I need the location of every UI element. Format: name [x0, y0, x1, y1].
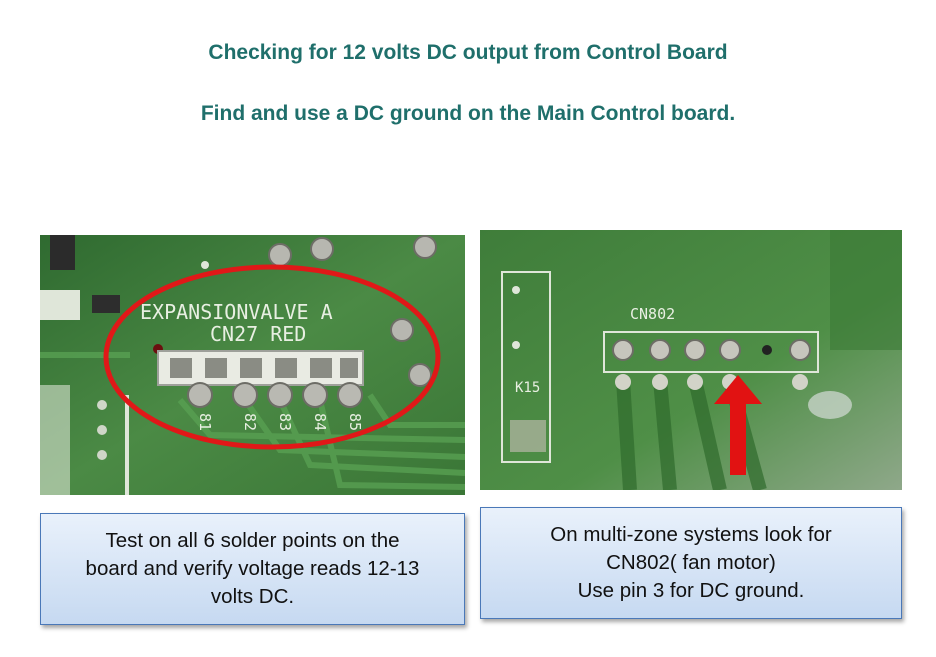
- heading-line-2: Find and use a DC ground on the Main Con…: [200, 102, 736, 125]
- top-solder-points: [268, 235, 437, 387]
- caption-right: On multi-zone systems look for CN802( fa…: [480, 507, 902, 619]
- relay-outline: [501, 271, 551, 463]
- connector-label: CN802: [630, 305, 675, 323]
- pcb-traces: [40, 352, 465, 490]
- board-photo-cn27-image: EXPANSIONVALVE A CN27 RED 81 82 83 84: [40, 235, 465, 495]
- caption-left-line-2: board and verify voltage reads 12-13: [85, 557, 420, 580]
- connector-pins: [612, 339, 811, 361]
- caption-left-line-3: volts DC.: [210, 585, 295, 608]
- connector-pins: [170, 358, 358, 378]
- pin-label-81: 81: [196, 413, 214, 431]
- pin-label-85: 85: [346, 413, 364, 431]
- caption-left: Test on all 6 solder points on the board…: [40, 513, 465, 625]
- solder-pads: [615, 374, 808, 390]
- silkscreen-line-2: CN27 RED: [210, 322, 306, 346]
- pin-label-83: 83: [276, 413, 294, 431]
- highlight-ellipse: [103, 264, 441, 450]
- relay-label: K15: [515, 380, 540, 396]
- bottom-solder-points: [187, 382, 363, 408]
- board-photo-cn802: K15 CN802: [480, 230, 902, 490]
- caption-left-line-1: Test on all 6 solder points on the: [105, 529, 400, 552]
- connector-outline: [603, 331, 819, 373]
- board-photo-cn27: EXPANSIONVALVE A CN27 RED 81 82 83 84: [40, 235, 465, 495]
- pin-label-84: 84: [311, 413, 329, 431]
- silkscreen-line-1: EXPANSIONVALVE A: [140, 300, 333, 324]
- red-arrow-icon: [714, 375, 762, 475]
- left-components: [40, 235, 209, 495]
- caption-right-line-3: Use pin 3 for DC ground.: [577, 579, 805, 602]
- caption-right-line-2: CN802( fan motor): [606, 551, 776, 574]
- pin-label-82: 82: [241, 413, 259, 431]
- heading-line-1: Checking for 12 volts DC output from Con…: [208, 41, 728, 64]
- board-photo-cn802-image: K15 CN802: [480, 230, 902, 490]
- caption-right-line-1: On multi-zone systems look for: [550, 523, 832, 546]
